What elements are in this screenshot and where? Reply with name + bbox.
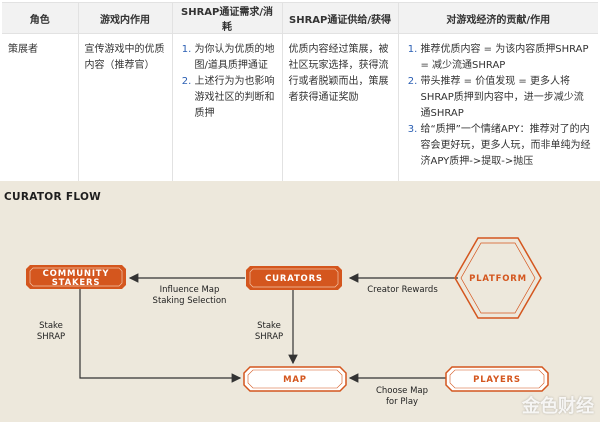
edge-label-stake-center: Stake SHRAP [248,321,290,343]
watermark: 金色财经 [522,396,594,417]
header-supply: SHRAP通证供给/获得 [281,2,398,34]
node-platform: PLATFORM [454,237,542,319]
influence-line-2: Staking Selection [152,296,227,306]
community-stakers-label-2: STAKERS [52,278,101,288]
demand-item: 为你认为优质的地图/道具质押通证 [195,42,276,74]
node-community-stakers: COMMUNITY STAKERS [26,265,126,289]
demand-item: 上述行为为也影响游戏社区的判断和质押 [195,74,276,122]
community-stakers-label-1: COMMUNITY [43,269,110,279]
edge-label-choose-map: Choose Map for Play [362,386,442,408]
table-header-row: 角色 游戏内作用 SHRAP通证需求/消耗 SHRAP通证供给/获得 对游戏经济… [2,2,598,34]
contribution-item: 带头推荐 = 价值发现 = 更多人将SHRAP质押到内容中，进一步减少流通SHR… [421,74,593,122]
stake-center-line-1: Stake [257,321,281,331]
edge-label-stake-left: Stake SHRAP [30,321,72,343]
edge-label-influence: Influence Map Staking Selection [142,285,237,307]
cell-supply: 优质内容经过策展，被社区玩家选择，获得流行或者脱颖而出，策展者获得通证奖励 [281,33,398,191]
node-players: PLAYERS [445,366,549,392]
node-curators: CURATORS [246,266,342,290]
stake-left-line-1: Stake [39,321,63,331]
contribution-item: 给“质押”一个情绪APY：推荐对了的内容会更好玩，更多人玩，而非单纯为经济APY… [421,122,593,170]
stake-center-line-2: SHRAP [254,332,284,342]
curator-flow-diagram: CURATOR FLOW COMMUNITY STAKERS CURATORS [0,181,600,422]
cell-in-game-role: 宣传游戏中的优质内容（推荐官） [77,33,172,191]
header-in-game-role: 游戏内作用 [77,2,172,34]
node-map: MAP [243,366,347,392]
map-label: MAP [283,375,307,385]
table-row: 策展者 宣传游戏中的优质内容（推荐官） 为你认为优质的地图/道具质押通证 上述行… [2,33,598,191]
flow-title: CURATOR FLOW [4,191,102,203]
cell-contribution: 推荐优质内容 = 为该内容质押SHRAP = 减少流通SHRAP 带头推荐 = … [397,33,598,191]
influence-line-1: Influence Map [159,285,220,295]
edge-stakers-to-map [79,289,242,383]
stake-left-line-2: SHRAP [36,332,66,342]
header-role: 角色 [2,2,78,34]
contribution-item: 推荐优质内容 = 为该内容质押SHRAP = 减少流通SHRAP [421,42,593,74]
roles-table: 角色 游戏内作用 SHRAP通证需求/消耗 SHRAP通证供给/获得 对游戏经济… [2,2,598,191]
choose-map-line-1: Choose Map [375,386,429,396]
curators-label: CURATORS [265,274,323,284]
players-label: PLAYERS [473,375,521,385]
header-contribution: 对游戏经济的贡献/作用 [397,2,598,34]
edge-label-creator-rewards: Creator Rewards [355,285,450,296]
platform-label: PLATFORM [469,274,527,284]
header-demand: SHRAP通证需求/消耗 [171,2,282,34]
cell-demand: 为你认为优质的地图/道具质押通证 上述行为为也影响游戏社区的判断和质押 [171,33,282,191]
flow-canvas: COMMUNITY STAKERS CURATORS PLATFORM MAP … [26,237,549,392]
cell-role: 策展者 [2,33,78,191]
choose-map-line-2: for Play [385,397,419,407]
creator-rewards-text: Creator Rewards [367,285,438,295]
